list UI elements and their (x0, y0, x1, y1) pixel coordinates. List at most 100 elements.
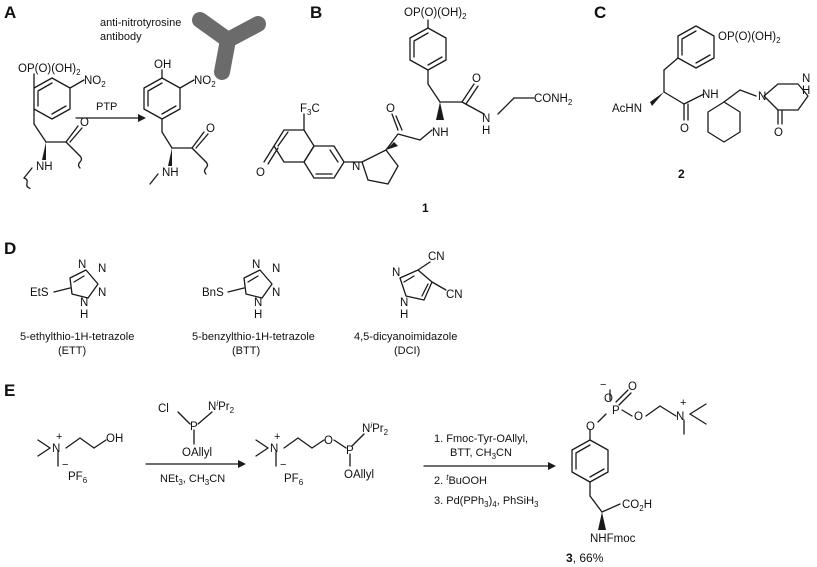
structure-ett (53, 269, 99, 299)
nh-label-a2: NH (162, 167, 179, 179)
choline-pf6: PF6 (68, 471, 88, 485)
product-p: P (612, 405, 620, 417)
step2-line2: BTT, CH3CN (450, 447, 512, 461)
structure-phosphoramidite-reagent (177, 411, 213, 445)
urea-n-label: N (758, 91, 766, 103)
antibody-label-line2: antibody (100, 31, 142, 43)
btt-n1: N (252, 259, 260, 271)
reagent-label-ptp: PTP (96, 101, 117, 113)
structure-choline (37, 437, 107, 467)
structure-compound-1 (263, 19, 535, 185)
btt-n2: N (272, 263, 280, 275)
ett-name: 5-ethylthio-1H-tetrazole (20, 331, 134, 343)
nh-label-a1: NH (36, 161, 53, 173)
nitro-label-a2: NO2 (194, 75, 216, 89)
btt-n3: N (272, 287, 280, 299)
structure-intermediate (255, 433, 365, 467)
carbonyl-o-label-a1: O (80, 117, 89, 129)
step2-line1: 1. Fmoc-Tyr-OAllyl, (434, 433, 528, 445)
proline-n-label: N (352, 161, 360, 173)
reagent-oallyl: OAllyl (182, 447, 212, 459)
panel-label-b: B (310, 3, 322, 22)
ett-substituent: EtS (30, 287, 49, 299)
product-o-minus: O (604, 393, 613, 405)
antibody-label-line1: anti-nitrotyrosine (100, 17, 181, 29)
intermediate-n: N (270, 443, 278, 455)
amide-n-label-b: N (482, 113, 490, 125)
compound-label-2: 2 (678, 167, 685, 181)
choline-minus: − (62, 459, 68, 471)
product-o-ester: O (634, 411, 643, 423)
btt-name: 5-benzylthio-1H-tetrazole (192, 331, 315, 343)
panel-label-a: A (4, 3, 16, 22)
step1-conditions: NEt3, CH3CN (160, 473, 225, 487)
dci-abbr: (DCI) (394, 345, 420, 357)
structure-nitro-phosphotyrosine (23, 73, 85, 190)
intermediate-pf6: PF6 (284, 473, 304, 487)
carbonyl-o-label-b2: O (386, 103, 395, 115)
btt-h: H (254, 309, 262, 321)
ett-abbr: (ETT) (58, 345, 86, 357)
ett-n4: N (80, 297, 88, 309)
achn-label: AcHN (612, 103, 642, 115)
structure-dci (399, 261, 447, 301)
nh-label-b: NH (432, 127, 449, 139)
reagent-niPr2: NiPr2 (208, 399, 235, 415)
intermediate-niPr2: NiPr2 (362, 421, 389, 437)
antibody-icon (192, 12, 266, 80)
cf3-label: F3C (300, 103, 320, 117)
ett-n2: N (98, 263, 106, 275)
structure-nitrotyrosine (143, 69, 209, 185)
structure-compound-3 (571, 389, 707, 530)
panel-label-c: C (594, 3, 606, 22)
intermediate-minus: − (280, 459, 286, 471)
choline-oh: OH (106, 433, 123, 445)
intermediate-p: P (346, 445, 354, 457)
ett-n3: N (98, 287, 106, 299)
product-n: N (676, 411, 684, 423)
intermediate-plus: + (274, 431, 280, 443)
compound-label-3: 3, 66% (566, 551, 604, 565)
phosphate-label-c: OP(O)(OH)2 (718, 31, 781, 45)
product-plus: + (680, 397, 686, 409)
panel-label-e: E (4, 381, 15, 400)
dci-n2: N (400, 297, 408, 309)
btt-substituent: BnS (202, 287, 224, 299)
urea-o-label: O (774, 127, 783, 139)
dci-name: 4,5-dicyanoimidazole (354, 331, 457, 343)
product-minus: − (600, 379, 606, 391)
choline-n: N (52, 443, 60, 455)
phosphate-label-a1: OP(O)(OH)2 (18, 63, 81, 77)
product-o-aryl: O (586, 421, 595, 433)
carbonyl-o-label-a2: O (206, 123, 215, 135)
nh-label-c: NH (702, 89, 719, 101)
nitro-label-a1: NO2 (84, 75, 106, 89)
phosphate-label-b: OP(O)(OH)2 (404, 7, 467, 21)
carbonyl-o-label-b1: O (472, 73, 481, 85)
urea-nh-label: N (802, 73, 810, 85)
btt-n4: N (254, 297, 262, 309)
amide-h-label-b: H (482, 125, 490, 137)
ett-h: H (80, 309, 88, 321)
step2-line4: 3. Pd(PPh3)4, PhSiH3 (434, 495, 539, 509)
product-co2h: CO2H (622, 499, 652, 513)
reagent-cl: Cl (158, 403, 169, 415)
intermediate-o: O (324, 435, 333, 447)
product-o-double: O (628, 381, 637, 393)
dci-h: H (400, 309, 408, 321)
compound-label-1: 1 (422, 201, 429, 215)
ett-n1: N (78, 259, 86, 271)
dci-cn2: CN (446, 289, 463, 301)
reagent-p: P (190, 421, 198, 433)
panel-label-d: D (4, 239, 16, 258)
structure-compound-2 (650, 25, 809, 143)
urea-h-label: H (802, 85, 810, 97)
lactone-o-label: O (256, 167, 265, 179)
carbonyl-o-label-c: O (680, 123, 689, 135)
product-nhfmoc: NHFmoc (590, 533, 636, 545)
oh-label-a2: OH (154, 59, 171, 71)
step2-line3: 2. tBuOOH (434, 473, 487, 487)
dci-n1: N (392, 267, 400, 279)
